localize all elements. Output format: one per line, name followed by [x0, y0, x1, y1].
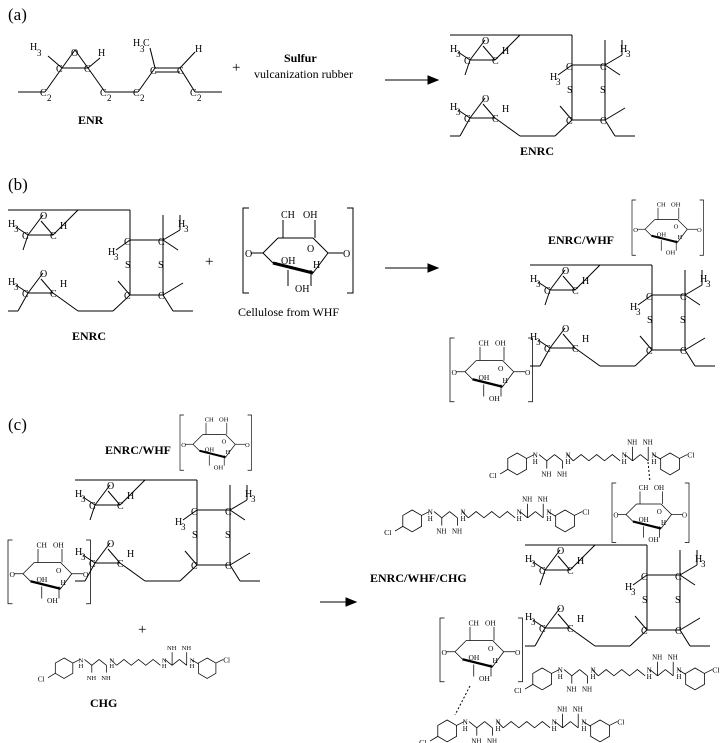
enrc-whf-chg-label: ENRC/WHF/CHG: [370, 571, 467, 585]
enrc-whf-structure-b: [529, 264, 716, 367]
enrc-structure-a: [449, 34, 636, 137]
enrc-label-b: ENRC: [72, 329, 106, 343]
chg-molecule-middle: [513, 653, 721, 696]
hydrogen-bond-2: [454, 685, 471, 716]
atom-c: C: [84, 64, 91, 75]
atom-h: H: [98, 48, 105, 59]
chg-label: CHG: [90, 696, 117, 710]
reaction-arrow-c: [320, 597, 358, 607]
panel-label-c: (c): [8, 415, 27, 434]
enr-structure: H 3 C O C H C 2 C 2 C 2 C C C H 3 H C 2 …: [18, 38, 222, 127]
subscript: 2: [140, 93, 145, 103]
sulfur-label: Sulfur: [284, 51, 317, 65]
reaction-arrow-a: [385, 75, 440, 85]
cellulose-unit-b-left: [448, 336, 534, 405]
atom-c: C: [177, 66, 184, 77]
enr-label: ENR: [78, 113, 104, 127]
cellulose-unit-c-top: [178, 413, 253, 473]
atom-c: C: [150, 66, 157, 77]
enrc-structure-b: [7, 209, 194, 312]
subscript: 2: [107, 93, 112, 103]
atom-c: C: [100, 88, 107, 99]
chg-molecule-top: [488, 438, 696, 481]
panel-label-b: (b): [8, 175, 28, 194]
atom-h: H: [133, 38, 140, 49]
chg-molecule-c: [37, 644, 231, 684]
plus-sign-b: +: [205, 254, 213, 270]
enrc-whf-chg-structure: [524, 544, 711, 647]
atom-h: H: [30, 42, 37, 53]
atom-c: C: [133, 88, 140, 99]
panel-label-a: (a): [8, 5, 27, 24]
cellulose-unit-b-top: [630, 198, 705, 258]
enrc-whf-structure-c: [74, 479, 261, 582]
subscript: 2: [47, 93, 52, 103]
atom-c: C: [56, 64, 63, 75]
cellulose-unit-c-bottom: [438, 616, 524, 685]
atom-h: H: [195, 44, 202, 55]
atom-c: C: [143, 38, 150, 49]
chg-molecule-bottom: [418, 705, 626, 743]
atom-c: C: [40, 88, 47, 99]
plus-sign: +: [232, 60, 240, 76]
atom-c: C: [190, 88, 197, 99]
cellulose-unit-b: [241, 206, 355, 297]
subscript: 2: [197, 93, 202, 103]
reaction-arrow-b: [385, 263, 440, 273]
atom-o: O: [71, 48, 78, 59]
enrc-whf-label-b: ENRC/WHF: [548, 233, 614, 247]
subscript: 3: [140, 44, 145, 54]
enrc-whf-label-c: ENRC/WHF: [105, 443, 171, 457]
chg-molecule-upper-left: [383, 495, 591, 538]
enrc-label-a: ENRC: [520, 144, 554, 158]
cellulose-unit-c-right: [610, 481, 691, 545]
cellulose-label: Cellulose from WHF: [238, 305, 339, 319]
plus-sign-c: +: [138, 622, 146, 638]
hydrogen-bond-1: [647, 461, 651, 483]
vulcanization-label: vulcanization rubber: [254, 67, 353, 81]
subscript: 3: [37, 48, 42, 58]
